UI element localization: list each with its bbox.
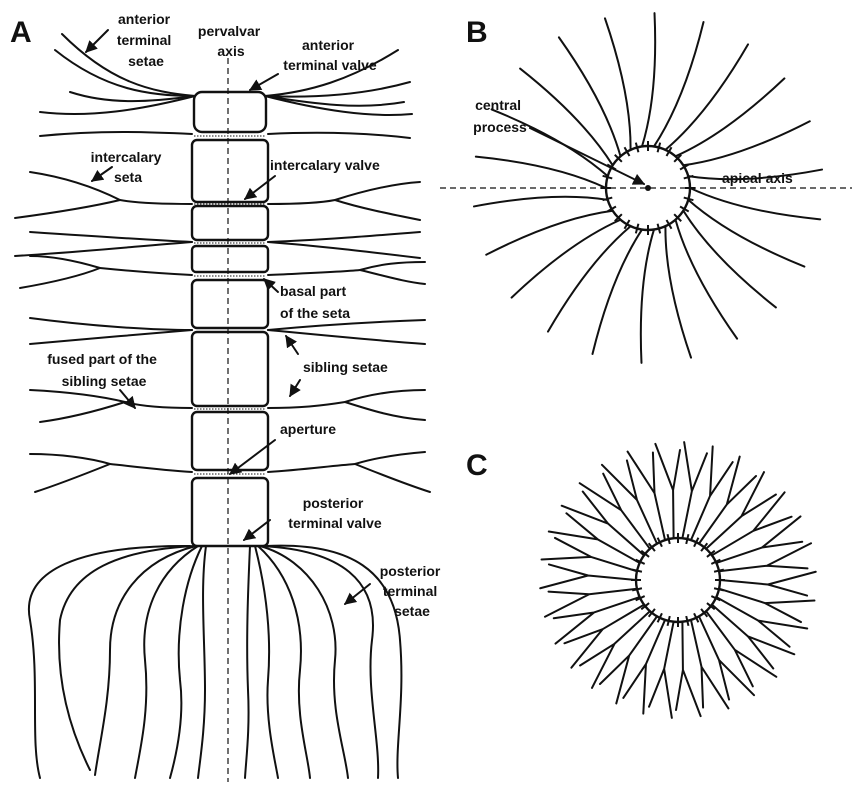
cell-6 (192, 332, 268, 406)
branched-seta-line (716, 597, 807, 647)
seta-line (605, 18, 631, 149)
seta-line (474, 197, 608, 207)
seta-line (520, 69, 613, 166)
seta-line (683, 211, 776, 308)
branched-seta-line (649, 622, 674, 718)
branched-seta-line (655, 444, 680, 538)
branched-seta-line (682, 442, 707, 538)
label-intercalary-seta: intercalary seta (91, 149, 166, 185)
branched-seta-line (720, 572, 816, 596)
seta-line (665, 44, 748, 149)
label-sibling-setae: sibling setae (303, 359, 388, 375)
seta-line (512, 220, 621, 298)
cell-4 (192, 246, 268, 272)
panel-label-b: B (466, 16, 488, 49)
panel-b-valve-view: central process apical axis (440, 13, 852, 363)
label-anterior-terminal-valve: anterior terminal valve (283, 37, 377, 73)
central-process-dot (645, 185, 651, 191)
anterior-terminal-valve-cell (194, 92, 266, 132)
seta-line (654, 22, 704, 146)
panel-a-chain-drawing: anterior terminal setae pervalvar axis a… (15, 11, 444, 782)
branched-seta-line (676, 622, 701, 716)
label-basal-part: basal part of the seta (280, 283, 350, 321)
cell-2 (192, 140, 268, 202)
seta-line (688, 200, 804, 267)
chain-cells (192, 92, 268, 546)
label-fused-part-sibling-setae: fused part of the sibling setae (47, 351, 161, 389)
seta-line (592, 230, 642, 354)
seta-line (690, 188, 820, 219)
seta-line (559, 37, 621, 156)
label-aperture: aperture (280, 421, 336, 437)
label-pervalvar-axis: pervalvar axis (198, 23, 264, 59)
seta-line (476, 157, 606, 188)
branched-seta-line (540, 564, 636, 588)
label-apical-axis: apical axis (722, 170, 793, 186)
label-posterior-terminal-valve: posterior terminal valve (288, 495, 382, 531)
label-posterior-terminal-setae: posterior terminal setae (380, 563, 445, 619)
cell-7 (192, 412, 268, 470)
seta-line (642, 13, 655, 146)
label-central-process: central process (473, 97, 527, 135)
seta-line (548, 226, 631, 331)
seta-line (676, 78, 785, 156)
panel-c-valve-view (540, 442, 816, 718)
seta-line (676, 220, 738, 339)
cell-5 (192, 280, 268, 328)
posterior-terminal-valve-cell (192, 478, 268, 546)
label-intercalary-valve: intercalary valve (270, 157, 380, 173)
branched-seta-line (549, 513, 640, 563)
seta-line (665, 226, 691, 357)
panel-label-c: C (466, 449, 488, 482)
label-anterior-terminal-setae: anterior terminal setae (117, 11, 175, 69)
seta-line (641, 230, 654, 363)
panel-c-valve-circle (636, 538, 720, 622)
cell-3 (192, 206, 268, 240)
posterior-terminal-setae (29, 546, 402, 778)
panel-label-a: A (10, 16, 32, 49)
